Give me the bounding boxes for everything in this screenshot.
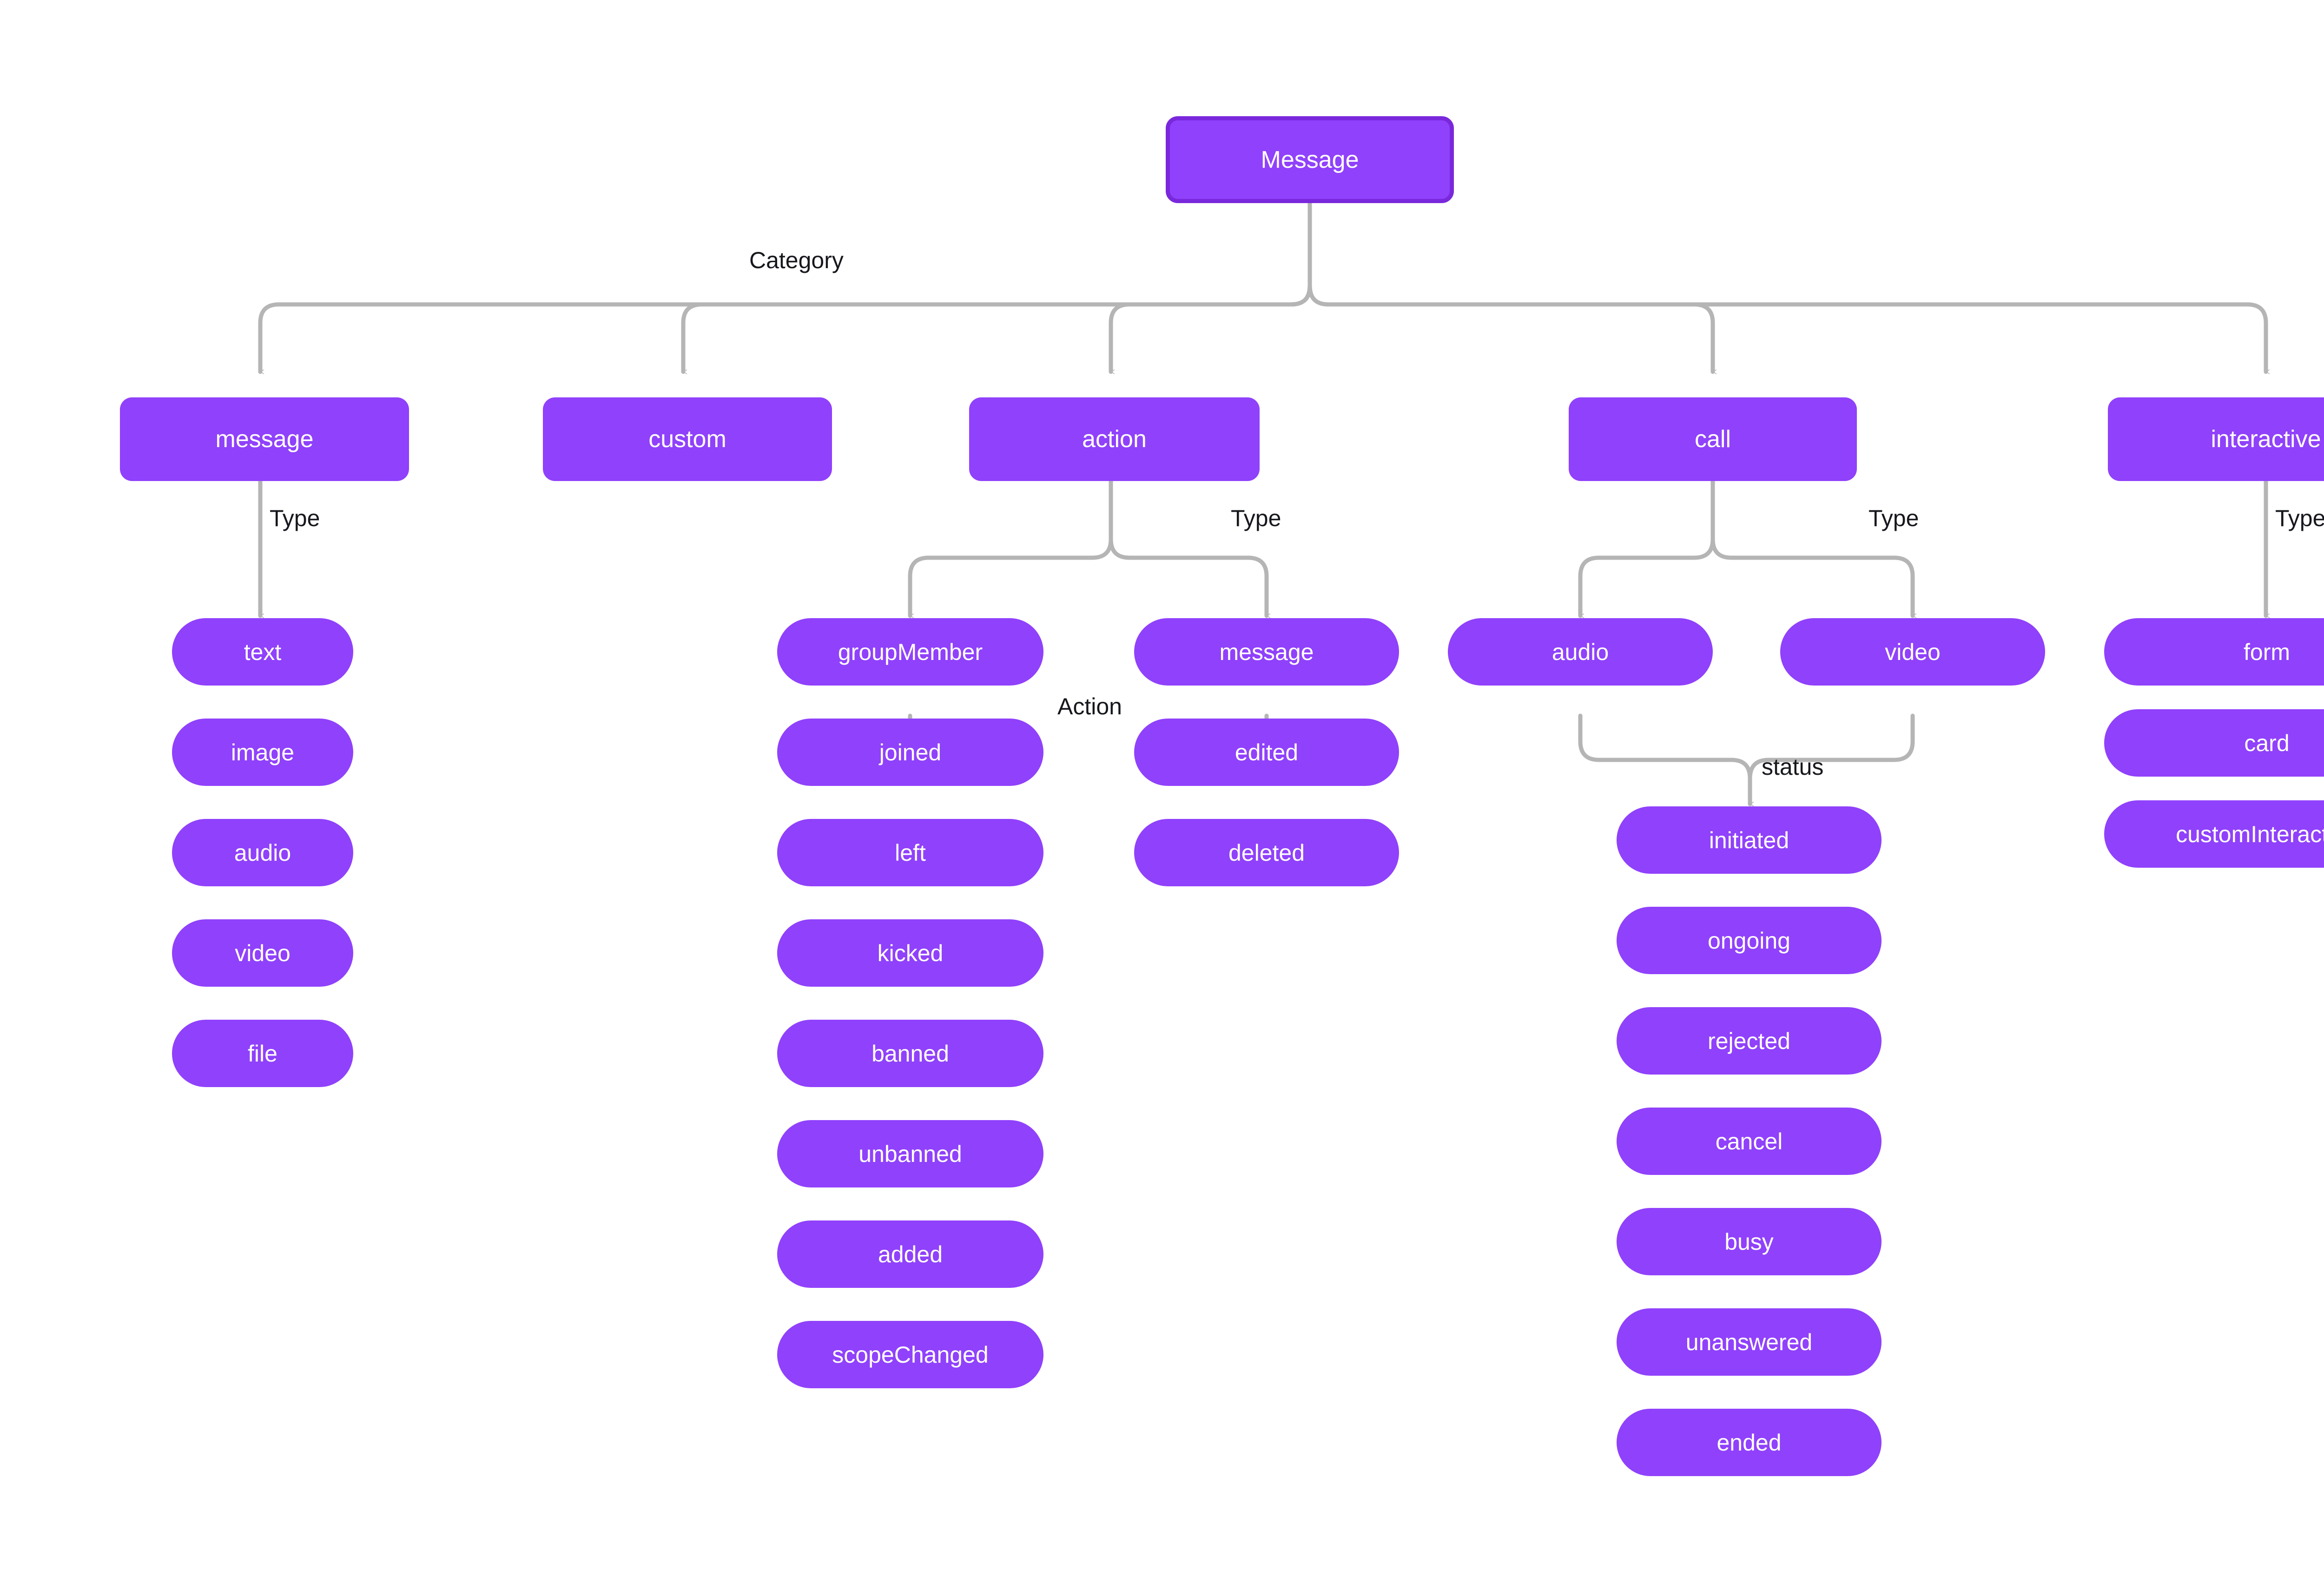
edge-label-action: Action	[1057, 693, 1122, 719]
edge-label-type-message: Type	[270, 505, 320, 531]
node-label: customInteractive	[2176, 821, 2324, 847]
node-label: interactive	[2211, 426, 2321, 453]
node-message-root[interactable]: Message	[1166, 116, 1454, 203]
node-label: audio	[234, 839, 291, 866]
node-category-interactive[interactable]: interactive	[2108, 397, 2324, 481]
node-category-message[interactable]: message	[120, 397, 409, 481]
node-label: unanswered	[1685, 1329, 1813, 1355]
node-message-action-edited[interactable]: edited	[1134, 719, 1399, 786]
edge-label-type-interactive: Type	[2275, 505, 2324, 531]
node-label: initiated	[1709, 827, 1789, 853]
node-call-status-unanswered[interactable]: unanswered	[1617, 1308, 1882, 1376]
node-label: image	[231, 739, 295, 765]
node-label: message	[215, 426, 314, 453]
node-label: audio	[1552, 639, 1609, 665]
node-groupmember-action-joined[interactable]: joined	[777, 719, 1043, 786]
node-label: joined	[879, 739, 942, 765]
node-label: video	[235, 940, 290, 966]
node-label: video	[1885, 639, 1941, 665]
node-label: ongoing	[1708, 927, 1790, 954]
node-groupmember-action-unbanned[interactable]: unbanned	[777, 1120, 1043, 1187]
edge-label-type-action: Type	[1231, 505, 1281, 531]
edge-label-type-call: Type	[1868, 505, 1919, 531]
node-call-status-cancel[interactable]: cancel	[1617, 1108, 1882, 1175]
node-message-type-audio[interactable]: audio	[172, 819, 353, 886]
node-label: groupMember	[838, 639, 983, 665]
node-label: text	[244, 639, 282, 665]
node-message-type-image[interactable]: image	[172, 719, 353, 786]
node-groupmember-action-kicked[interactable]: kicked	[777, 919, 1043, 987]
node-label: kicked	[877, 940, 944, 966]
node-label: form	[2244, 639, 2290, 665]
node-category-call[interactable]: call	[1569, 397, 1857, 481]
node-label: busy	[1724, 1228, 1774, 1255]
node-message-action-deleted[interactable]: deleted	[1134, 819, 1399, 886]
node-interactive-type-custominteractive[interactable]: customInteractive	[2104, 800, 2324, 868]
node-call-type-audio[interactable]: audio	[1448, 618, 1713, 686]
node-label: Message	[1261, 146, 1359, 173]
node-label: scopeChanged	[832, 1341, 989, 1368]
node-label: unbanned	[858, 1141, 962, 1167]
node-call-status-busy[interactable]: busy	[1617, 1208, 1882, 1275]
node-label: rejected	[1708, 1028, 1790, 1054]
node-action-type-groupmember[interactable]: groupMember	[777, 618, 1043, 686]
node-call-status-ongoing[interactable]: ongoing	[1617, 907, 1882, 974]
node-label: banned	[872, 1040, 949, 1067]
node-category-action[interactable]: action	[969, 397, 1260, 481]
node-message-type-file[interactable]: file	[172, 1020, 353, 1087]
node-interactive-type-card[interactable]: card	[2104, 709, 2324, 777]
node-label: message	[1219, 639, 1314, 665]
node-message-type-text[interactable]: text	[172, 618, 353, 686]
node-label: action	[1082, 426, 1147, 453]
node-label: left	[895, 839, 926, 866]
node-call-type-video[interactable]: video	[1780, 618, 2045, 686]
node-interactive-type-form[interactable]: form	[2104, 618, 2324, 686]
edge-label-category: Category	[749, 247, 844, 273]
node-label: deleted	[1228, 839, 1305, 866]
node-label: file	[248, 1040, 277, 1067]
node-groupmember-action-left[interactable]: left	[777, 819, 1043, 886]
node-label: edited	[1235, 739, 1299, 765]
node-label: card	[2244, 730, 2290, 756]
node-label: added	[878, 1241, 943, 1267]
node-action-type-message[interactable]: message	[1134, 618, 1399, 686]
node-message-type-video[interactable]: video	[172, 919, 353, 987]
node-groupmember-action-banned[interactable]: banned	[777, 1020, 1043, 1087]
node-category-custom[interactable]: custom	[543, 397, 832, 481]
node-call-status-rejected[interactable]: rejected	[1617, 1007, 1882, 1075]
node-call-status-initiated[interactable]: initiated	[1617, 806, 1882, 874]
node-label: ended	[1717, 1429, 1782, 1456]
node-label: custom	[648, 426, 726, 453]
node-label: call	[1694, 426, 1731, 453]
edge-label-status: status	[1762, 754, 1824, 780]
node-groupmember-action-scopechanged[interactable]: scopeChanged	[777, 1321, 1043, 1388]
node-label: cancel	[1715, 1128, 1783, 1154]
node-groupmember-action-added[interactable]: added	[777, 1220, 1043, 1288]
node-call-status-ended[interactable]: ended	[1617, 1409, 1882, 1476]
